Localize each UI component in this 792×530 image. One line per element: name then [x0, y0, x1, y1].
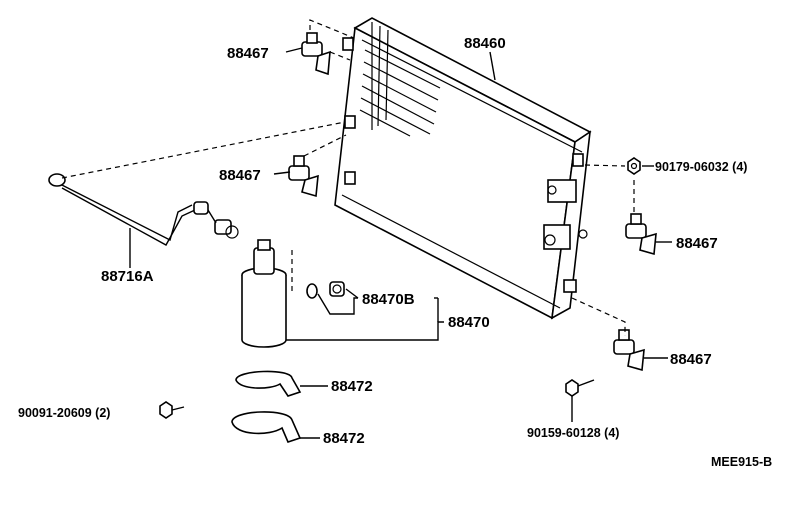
label-nut: 90179-06032 (4) — [655, 160, 747, 174]
cushion-mid — [288, 155, 319, 198]
leader-lines — [129, 47, 672, 439]
label-bolt-right: 90159-60128 (4) — [527, 426, 619, 440]
label-cushion-top: 88467 — [227, 45, 269, 62]
condenser — [334, 17, 592, 320]
label-receiver-part: 88470B — [362, 291, 415, 308]
label-condenser: 88460 — [464, 35, 506, 52]
receiver — [241, 239, 293, 348]
bolt-right — [565, 379, 595, 397]
cushion-bottom — [613, 329, 645, 372]
cushion-top — [301, 32, 331, 76]
receiver-part-88470b — [306, 281, 345, 299]
bolt-left — [159, 401, 185, 419]
diagram-code: MEE915-B — [711, 455, 772, 469]
label-receiver: 88470 — [448, 314, 490, 331]
label-cushion-right: 88467 — [676, 235, 718, 252]
label-bolt-left: 90091-20609 (2) — [18, 406, 110, 420]
label-bracket-lower: 88472 — [323, 430, 365, 447]
cushion-right — [625, 213, 657, 256]
nut-90179 — [627, 157, 641, 175]
assembly-lines — [61, 19, 635, 336]
label-cushion-bottom: 88467 — [670, 351, 712, 368]
discharge-pipe — [48, 173, 239, 246]
bracket-upper — [235, 370, 302, 397]
bracket-lower — [231, 411, 302, 443]
label-bracket-upper: 88472 — [331, 378, 373, 395]
label-pipe: 88716A — [101, 268, 154, 285]
label-cushion-mid: 88467 — [219, 167, 261, 184]
